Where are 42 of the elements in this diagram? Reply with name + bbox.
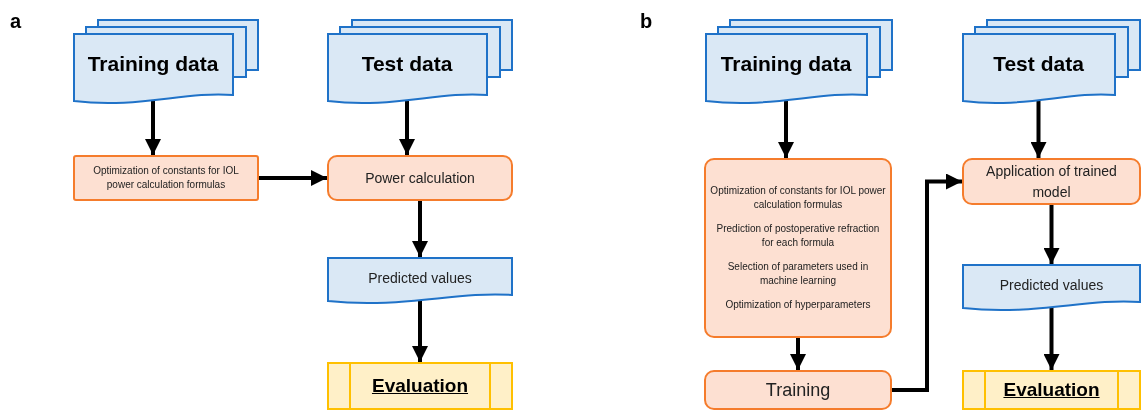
node-text: Evaluation — [371, 373, 469, 398]
node-text: Training data — [87, 51, 219, 78]
node-text: Predicted values — [999, 275, 1104, 295]
node-text: Prediction of postoperative refraction for each formula — [715, 222, 881, 250]
node-text: Selection of parameters used in machine learning — [726, 260, 870, 288]
node-text: Predicted values — [368, 268, 472, 288]
predefined-process-box — [327, 362, 513, 410]
arrow — [259, 170, 327, 186]
arrow — [1043, 205, 1060, 264]
node-text: Test data — [361, 51, 453, 78]
arrow — [399, 99, 415, 155]
panel-label: b — [640, 9, 653, 34]
arrow — [1043, 306, 1060, 370]
document-stack — [705, 19, 893, 105]
node-text: Training — [765, 378, 831, 402]
process-box — [962, 158, 1141, 205]
document-stack — [962, 19, 1141, 105]
node-text: Power calculation — [365, 168, 475, 188]
node-text: Training data — [720, 51, 852, 78]
arrow — [1030, 99, 1047, 158]
document-shape — [327, 257, 513, 305]
node-text: Application of trained model — [985, 161, 1118, 202]
document-shape — [962, 264, 1141, 312]
arrow — [790, 338, 806, 370]
arrow — [145, 99, 161, 155]
node-text: Optimization of constants for IOL power calculation formulas — [710, 184, 886, 212]
node-text: Optimization of hyperparameters — [725, 298, 871, 312]
arrow — [412, 201, 428, 257]
predefined-process-box — [962, 370, 1141, 410]
node-text: Optimization of constants for IOL power calculation formulas — [92, 164, 240, 192]
document-stack — [73, 19, 259, 105]
arrow — [892, 173, 962, 392]
process-box — [704, 370, 892, 410]
arrow — [412, 299, 428, 362]
document-stack — [327, 19, 513, 105]
process-box — [704, 158, 892, 338]
node-text: Test data — [993, 51, 1084, 78]
process-box — [73, 155, 259, 201]
node-text: Evaluation — [1003, 377, 1100, 402]
panel-label: a — [10, 9, 22, 34]
arrow — [778, 99, 794, 158]
process-box — [327, 155, 513, 201]
